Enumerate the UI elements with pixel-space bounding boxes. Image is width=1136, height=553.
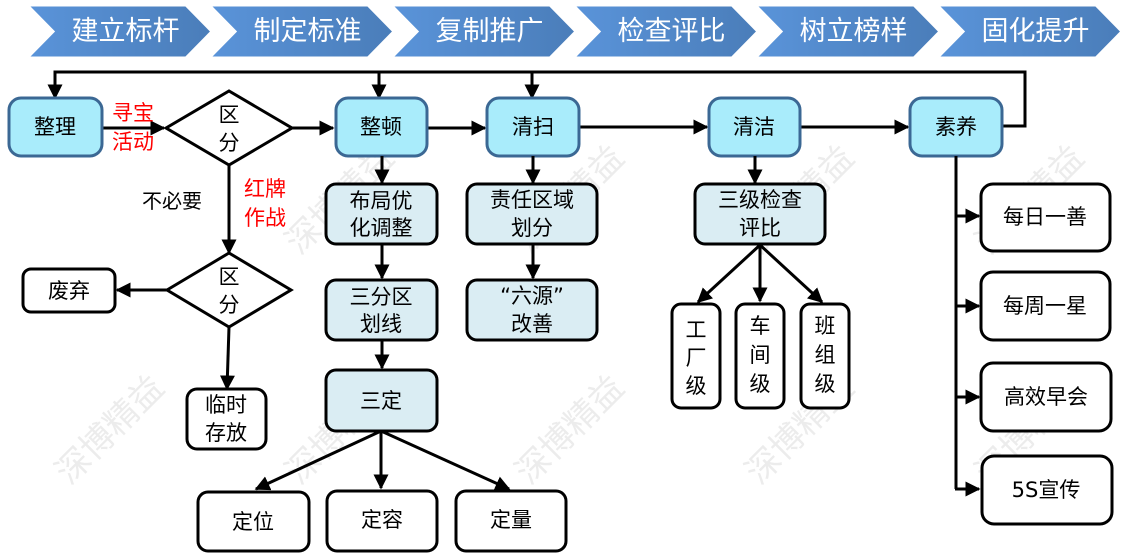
fix-container-box[interactable]: 定容	[325, 489, 439, 553]
zoning-box[interactable]: 三分区 划线	[324, 278, 439, 342]
decision-label: 区	[219, 265, 240, 289]
weekly-star-box[interactable]: 每周一星	[979, 270, 1112, 342]
5s-promotion-box[interactable]: 5S宣传	[980, 454, 1114, 526]
feedback-loop	[47, 70, 1027, 128]
decision-label: 分	[219, 293, 240, 317]
stage-chevron	[205, 3, 397, 60]
main-step-shitsuke[interactable]: 素养	[908, 96, 1004, 158]
zoning-label: 划线	[360, 312, 402, 336]
annotation-treasure-hunt: 寻宝	[112, 101, 154, 125]
temp-storage-box[interactable]: 临时 存放	[185, 387, 268, 451]
factory-level-box[interactable]: 工 厂 级	[670, 302, 722, 410]
level-label: 厂	[686, 346, 707, 370]
layout-label: 布局优	[350, 189, 413, 213]
zoning-label: 三分区	[350, 285, 413, 309]
stage-label: 建立标杆	[72, 16, 180, 47]
arrow-to-fix-quantity	[380, 429, 511, 491]
daily-good-deed-box[interactable]: 每日一善	[979, 182, 1112, 253]
inspection-label: 三级检查	[718, 188, 802, 212]
layout-optimization-box[interactable]: 布局优 化调整	[324, 182, 439, 246]
watermark: 深博精益	[48, 368, 172, 492]
three-fix-box[interactable]: 三定	[324, 368, 439, 433]
decision-label: 分	[219, 131, 240, 155]
fix-quantity-box[interactable]: 定量	[454, 489, 568, 553]
three-fix-label: 三定	[360, 389, 402, 413]
arrow-to-team-level	[758, 243, 824, 304]
step-label: 整顿	[360, 115, 402, 139]
main-step-seiso[interactable]: 清扫	[485, 96, 581, 158]
responsibility-label: 划分	[511, 216, 553, 240]
stage-label: 检查评比	[618, 16, 726, 47]
fix-item-label: 定量	[490, 508, 532, 532]
arrow-to-temp-storage	[219, 326, 235, 391]
stage-chevron	[569, 3, 761, 60]
decision-diamond-1[interactable]: 区 分	[163, 89, 295, 167]
three-level-inspection-box[interactable]: 三级检查 评比	[693, 182, 827, 246]
stage-chevron	[387, 3, 579, 60]
step-label: 清洁	[733, 115, 775, 139]
level-label: 班	[815, 314, 836, 338]
annotation-red-tag: 红牌	[244, 177, 286, 201]
feedback-line	[47, 70, 1027, 128]
watermark: 深博精益	[508, 368, 632, 492]
discard-box[interactable]: 废弃	[21, 267, 117, 314]
layout-label: 化调整	[350, 216, 413, 240]
stage-chevron	[933, 3, 1125, 60]
main-flow-arrows	[102, 119, 910, 136]
level-label: 工	[686, 318, 707, 342]
shitsuke-item-label: 高效早会	[1004, 385, 1088, 409]
responsibility-zone-box[interactable]: 责任区域 划分	[465, 182, 599, 246]
temp-storage-label: 临时	[205, 393, 247, 417]
stage-chevron-bar: 建立标杆 制定标准 复制推广 检查评比 树立榜样 固化提升	[23, 3, 1125, 60]
fix-item-label: 定位	[232, 510, 274, 534]
efficient-morning-meeting-box[interactable]: 高效早会	[979, 361, 1113, 433]
step-label: 整理	[34, 115, 76, 139]
level-label: 级	[686, 374, 707, 398]
stage-label: 树立榜样	[800, 16, 908, 47]
stage-chevron	[751, 3, 943, 60]
main-step-seiketsu[interactable]: 清洁	[707, 96, 802, 158]
temp-storage-label: 存放	[205, 421, 247, 445]
responsibility-label: 责任区域	[490, 188, 574, 212]
fix-location-box[interactable]: 定位	[196, 490, 311, 553]
main-step-seiton[interactable]: 整顿	[334, 96, 429, 158]
step-label: 素养	[935, 115, 977, 139]
shitsuke-item-label: 每周一星	[1003, 294, 1087, 318]
annotation-treasure-hunt: 活动	[112, 130, 154, 154]
six-sources-label: 改善	[511, 312, 553, 336]
arrow-to-factory-level	[696, 243, 762, 304]
annotation-red-tag: 作战	[244, 206, 286, 230]
stage-label: 固化提升	[982, 16, 1090, 47]
level-label: 间	[750, 343, 771, 367]
shitsuke-item-label: 5S宣传	[1012, 478, 1081, 502]
six-sources-label: “六源”	[500, 284, 564, 308]
main-step-seiri[interactable]: 整理	[7, 96, 104, 158]
shitsuke-item-label: 每日一善	[1003, 205, 1087, 229]
stage-label: 制定标准	[254, 16, 362, 47]
team-level-box[interactable]: 班 组 级	[799, 302, 851, 410]
level-label: 组	[815, 343, 836, 367]
workshop-level-box[interactable]: 车 间 级	[734, 302, 786, 410]
stage-chevron	[23, 3, 215, 60]
decision-label: 区	[219, 103, 240, 127]
level-label: 级	[815, 372, 836, 396]
arrow-to-fix-location	[254, 429, 382, 491]
step-label: 清扫	[512, 115, 554, 139]
annotation-unnecessary: 不必要	[142, 189, 202, 213]
stage-label: 复制推广	[436, 16, 544, 47]
six-sources-box[interactable]: “六源” 改善	[465, 278, 599, 342]
discard-label: 废弃	[48, 279, 90, 303]
decision-diamond-2[interactable]: 区 分	[164, 251, 294, 329]
level-label: 级	[750, 372, 771, 396]
fix-item-label: 定容	[361, 508, 403, 532]
level-label: 车	[750, 314, 771, 338]
inspection-label: 评比	[739, 216, 781, 240]
